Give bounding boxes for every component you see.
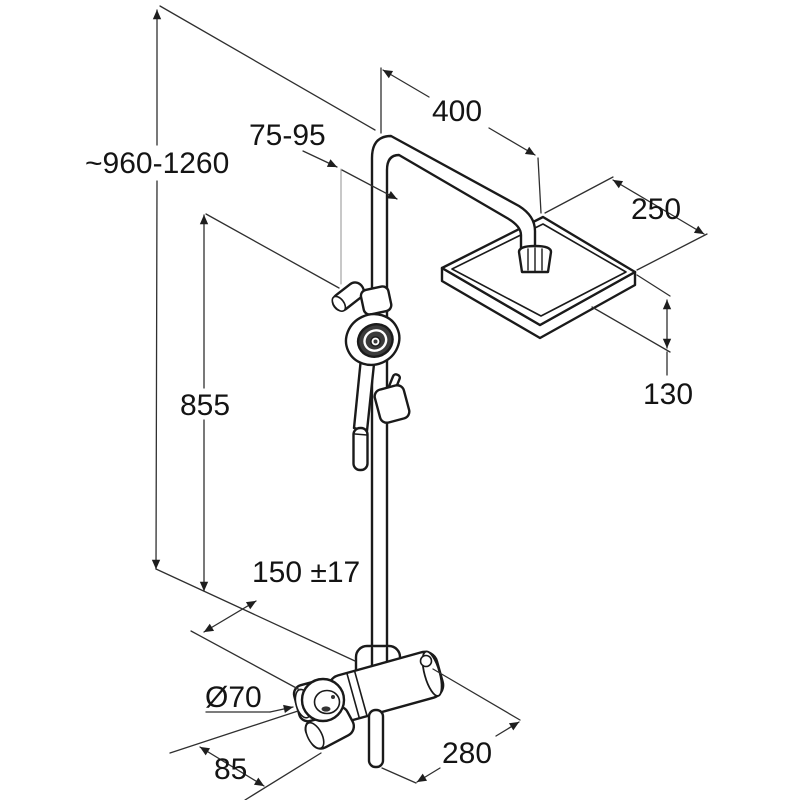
hand-shower <box>344 312 401 472</box>
dim-label-rosette-diameter: Ø70 <box>205 681 262 714</box>
dimension-rosette-diameter: Ø70 <box>205 681 294 714</box>
wall-bracket <box>331 281 393 316</box>
dim-label-head-width: 250 <box>631 193 681 226</box>
arm-ball-joint <box>517 244 553 274</box>
dim-label-head-drop: 130 <box>643 378 693 411</box>
dim-label-bracket-offset: 75-95 <box>249 119 326 152</box>
hose-outlet <box>367 708 385 769</box>
dim-label-mixer-width: 280 <box>442 737 492 770</box>
dimension-knob-offset: 85 <box>169 710 322 800</box>
dim-label-overall-height: ~960-1260 <box>85 147 229 180</box>
dimension-connection-spacing: 150 ±17 <box>190 556 360 691</box>
dim-label-arm-length: 400 <box>432 95 482 128</box>
flow-knob <box>292 677 346 723</box>
dim-label-connection-spacing: 150 ±17 <box>252 556 360 589</box>
dimension-arm-length: 400 <box>380 67 542 214</box>
slider-clamp <box>373 373 411 424</box>
mixer-end-screw <box>419 654 433 668</box>
dimension-head-drop: 130 <box>591 274 693 411</box>
dim-label-rail-height: 855 <box>180 389 230 422</box>
thermostatic-mixer <box>292 644 445 769</box>
dim-label-knob-offset: 85 <box>214 753 247 786</box>
dimension-head-width: 250 <box>544 176 708 271</box>
dimension-bracket-offset: 75-95 <box>249 119 398 285</box>
dimension-rail-height: 855 <box>180 213 340 592</box>
overhead-shower-head <box>440 215 637 340</box>
dimension-mixer-width: 280 <box>381 668 521 784</box>
dimension-overall-height: ~960-1260 <box>85 5 376 662</box>
